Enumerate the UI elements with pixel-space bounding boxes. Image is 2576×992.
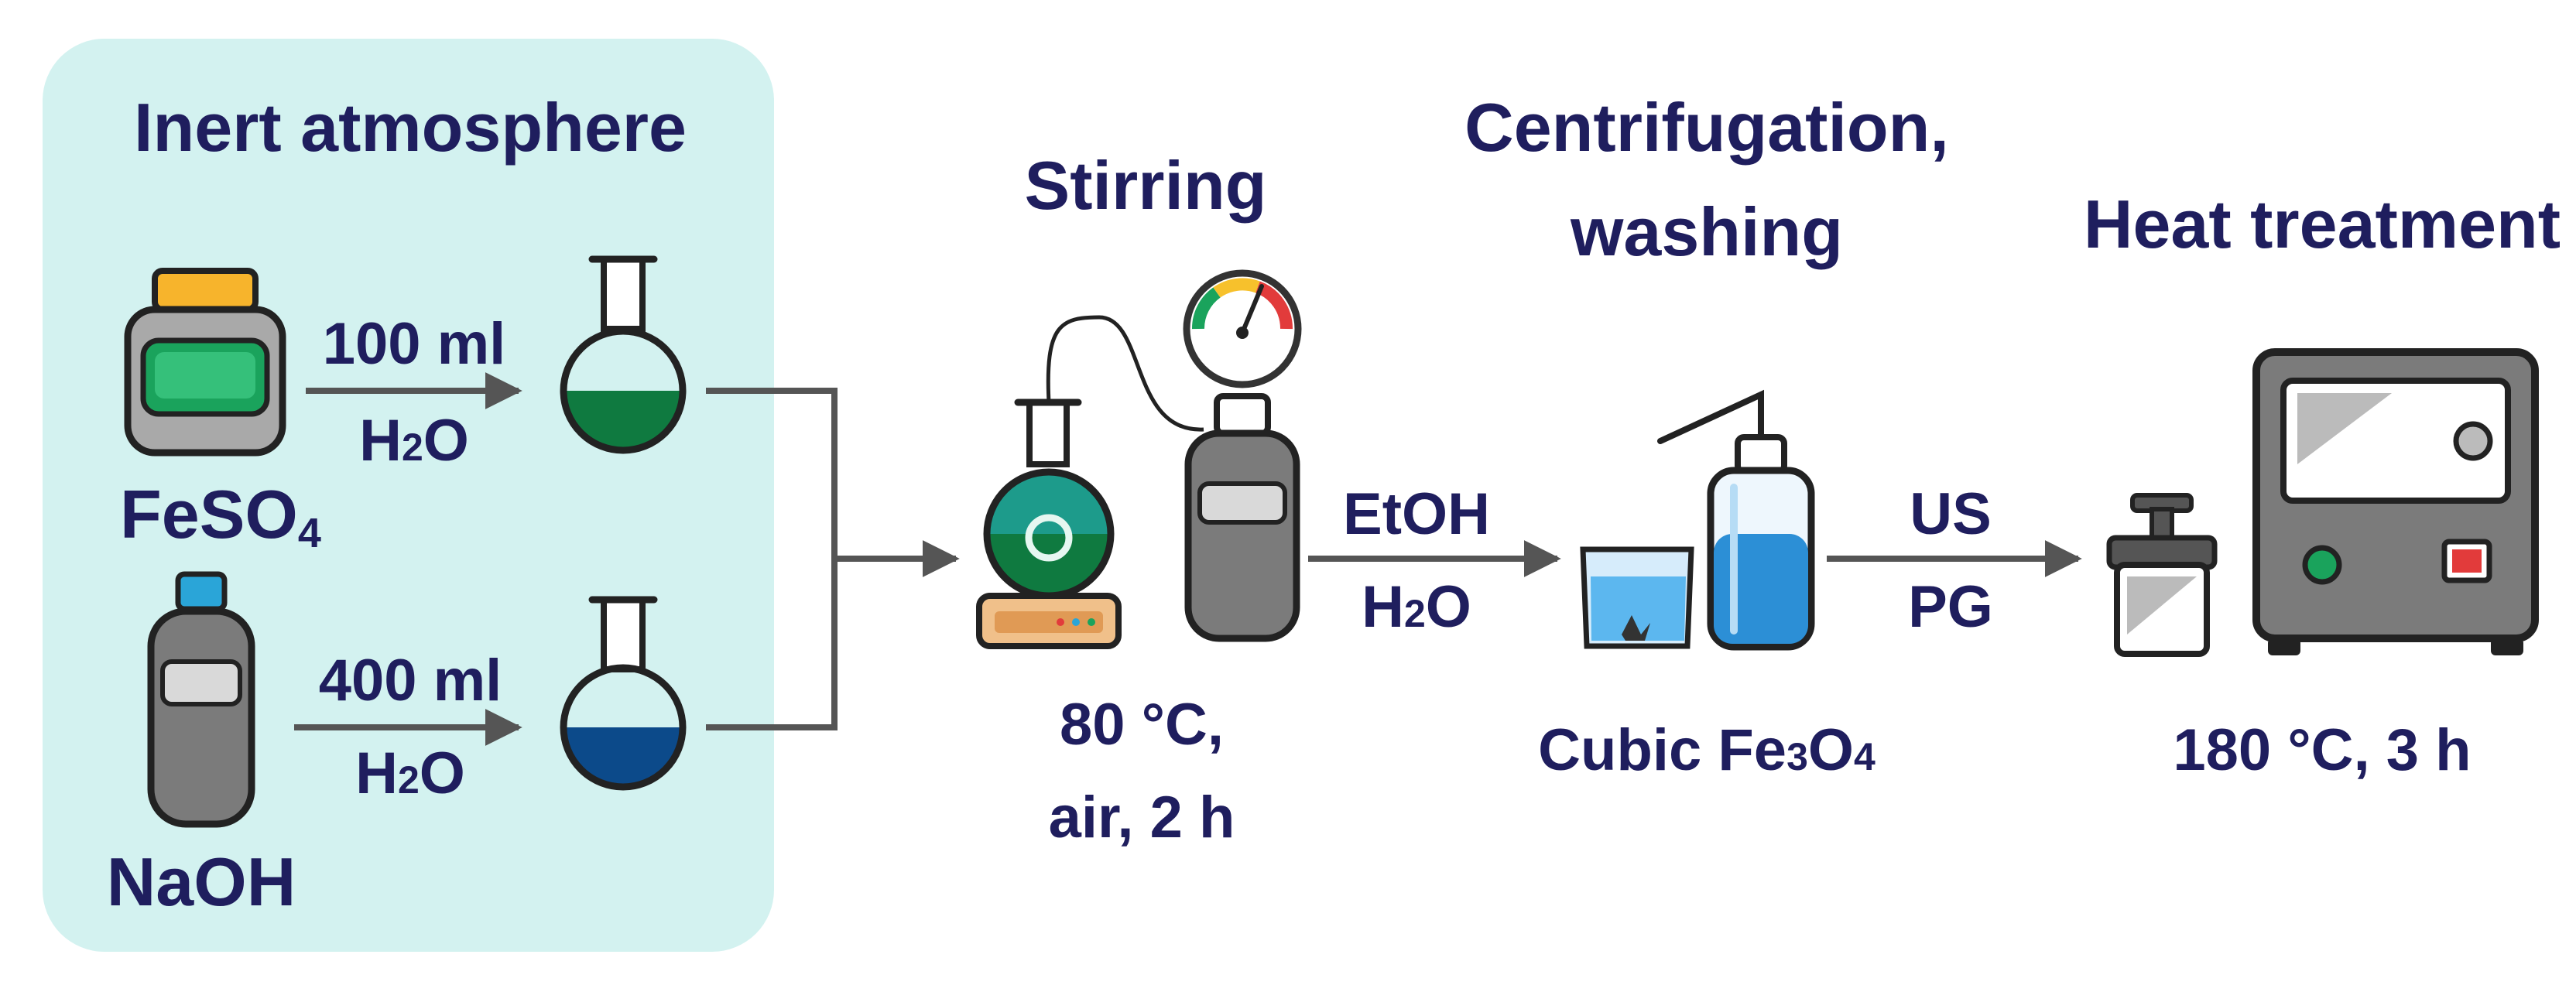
heat-condition: 180 °C, 3 h <box>2173 717 2471 783</box>
inert-atmosphere-title: Inert atmosphere <box>134 89 687 166</box>
stirring-flask-icon <box>983 399 1115 600</box>
magnetic-stirrer-icon <box>976 593 1122 649</box>
gas-cylinder-icon <box>1184 393 1300 642</box>
naoh-bottle-icon <box>147 571 255 828</box>
stirring-title: Stirring <box>1025 147 1267 224</box>
naoh-volume: 400 ml <box>319 648 502 713</box>
pressure-gauge-icon <box>1183 269 1302 388</box>
wash-bottle-icon <box>1657 389 1815 651</box>
naoh-label: NaOH <box>107 843 296 920</box>
feso4-label: FeSO4 <box>120 476 321 556</box>
heat-treatment-title: Heat treatment <box>2084 186 2561 262</box>
etoh-label: EtOH <box>1343 481 1490 547</box>
blue-solution-flask-icon <box>560 596 687 791</box>
oven-icon <box>2252 348 2539 655</box>
naoh-solvent: H2O <box>355 741 465 806</box>
beaker-icon <box>1580 546 1694 649</box>
centrifugation-title-line1: Centrifugation, <box>1464 89 1949 166</box>
autoclave-icon <box>2106 493 2218 657</box>
pg-label: PG <box>1908 574 1993 640</box>
us-label: US <box>1910 481 1992 547</box>
feso4-solvent: H2O <box>359 408 469 474</box>
green-solution-flask-icon <box>560 255 687 454</box>
product-label: Cubic Fe3O4 <box>1538 717 1875 783</box>
centrifugation-title-line2: washing <box>1570 193 1843 270</box>
feso4-bottle-icon <box>124 268 286 457</box>
stirring-condition-line2: air, 2 h <box>1049 785 1235 850</box>
etoh-water-label: H2O <box>1362 574 1471 640</box>
feso4-volume: 100 ml <box>323 311 506 377</box>
stirring-condition-line1: 80 °C, <box>1060 692 1224 758</box>
gas-hose <box>1046 315 1204 432</box>
